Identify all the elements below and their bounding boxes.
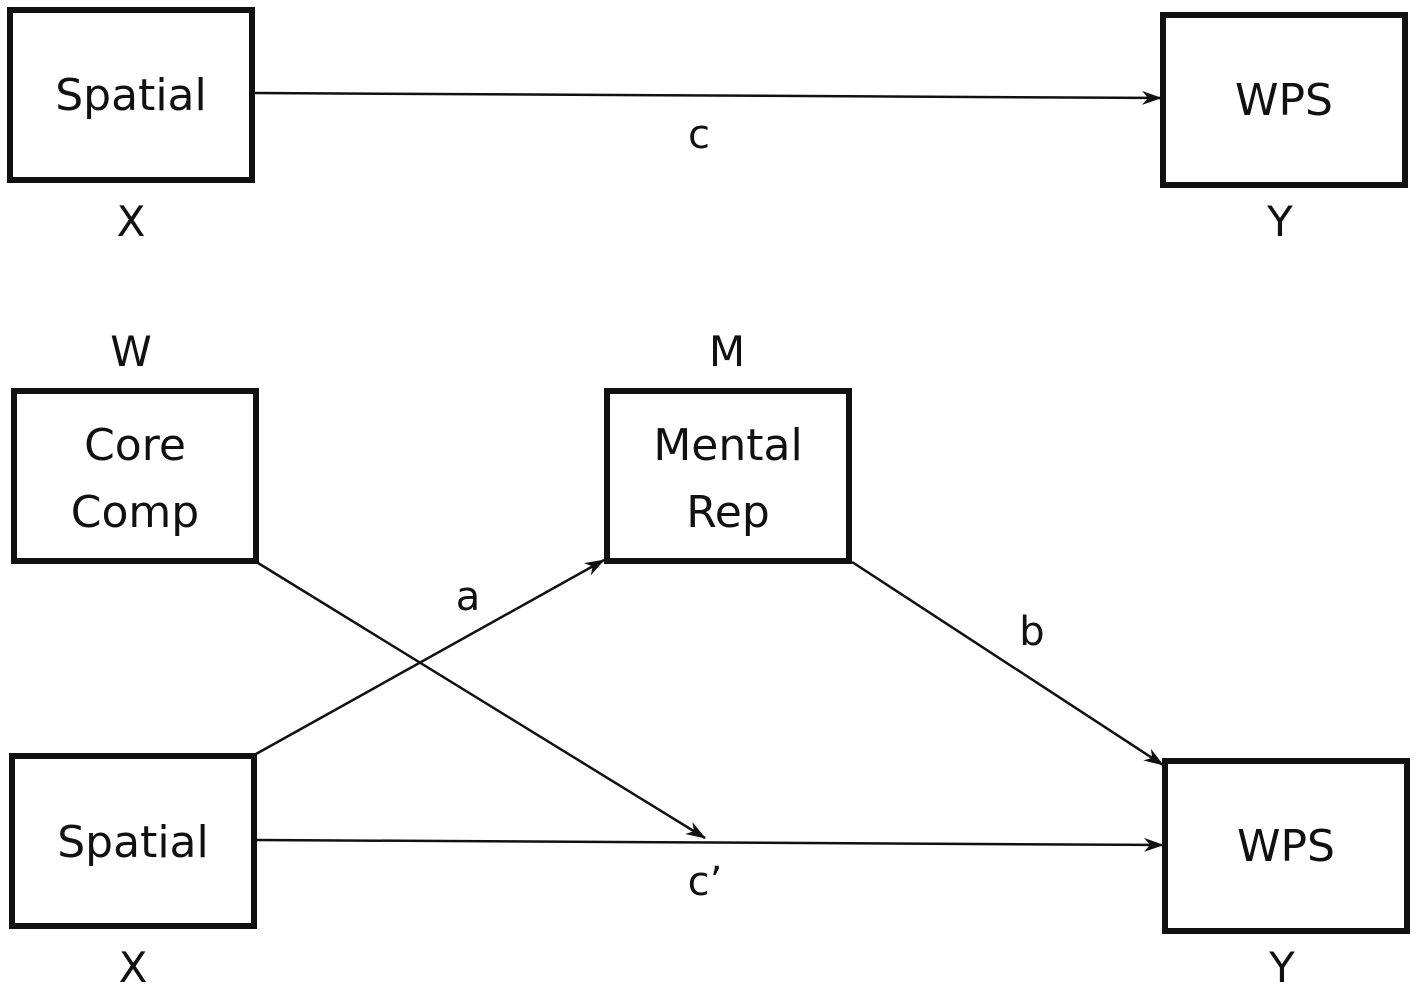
bottom-x-box-label: Spatial bbox=[57, 817, 209, 868]
bottom-y-letter: Y bbox=[1268, 943, 1295, 989]
bottom-w-letter: W bbox=[110, 327, 152, 376]
bottom-y-box-label: WPS bbox=[1237, 821, 1335, 872]
bottom-w-box-label-line1: Core bbox=[84, 420, 186, 471]
top-y-letter: Y bbox=[1266, 197, 1293, 246]
bottom-path-c-prime-label: c’ bbox=[688, 859, 723, 905]
bottom-path-a-label: a bbox=[456, 574, 481, 620]
bottom-w-box: Core Comp bbox=[11, 388, 259, 564]
top-x-box: Spatial bbox=[7, 7, 255, 183]
top-y-box: WPS bbox=[1160, 12, 1408, 188]
bottom-m-box-label-line1: Mental bbox=[653, 420, 802, 471]
bottom-x-box: Spatial bbox=[9, 753, 257, 929]
top-x-box-label: Spatial bbox=[55, 70, 207, 121]
bottom-m-box-label-line2: Rep bbox=[686, 487, 770, 538]
bottom-arrow-b bbox=[851, 560, 1164, 767]
bottom-x-letter: X bbox=[119, 943, 148, 989]
bottom-m-box: Mental Rep bbox=[604, 388, 852, 564]
bottom-w-box-label-line2: Comp bbox=[71, 487, 199, 538]
top-y-box-label: WPS bbox=[1235, 75, 1333, 126]
bottom-path-b-label: b bbox=[1019, 609, 1044, 655]
bottom-m-letter: M bbox=[709, 327, 745, 376]
top-path-c-label: c bbox=[688, 112, 710, 158]
bottom-arrow-moderation bbox=[257, 561, 706, 840]
top-x-letter: X bbox=[117, 197, 146, 246]
bottom-arrow-c-prime bbox=[256, 837, 1164, 852]
bottom-y-box: WPS bbox=[1162, 758, 1410, 934]
bottom-arrow-a bbox=[255, 558, 605, 756]
top-arrow-c bbox=[254, 90, 1162, 105]
